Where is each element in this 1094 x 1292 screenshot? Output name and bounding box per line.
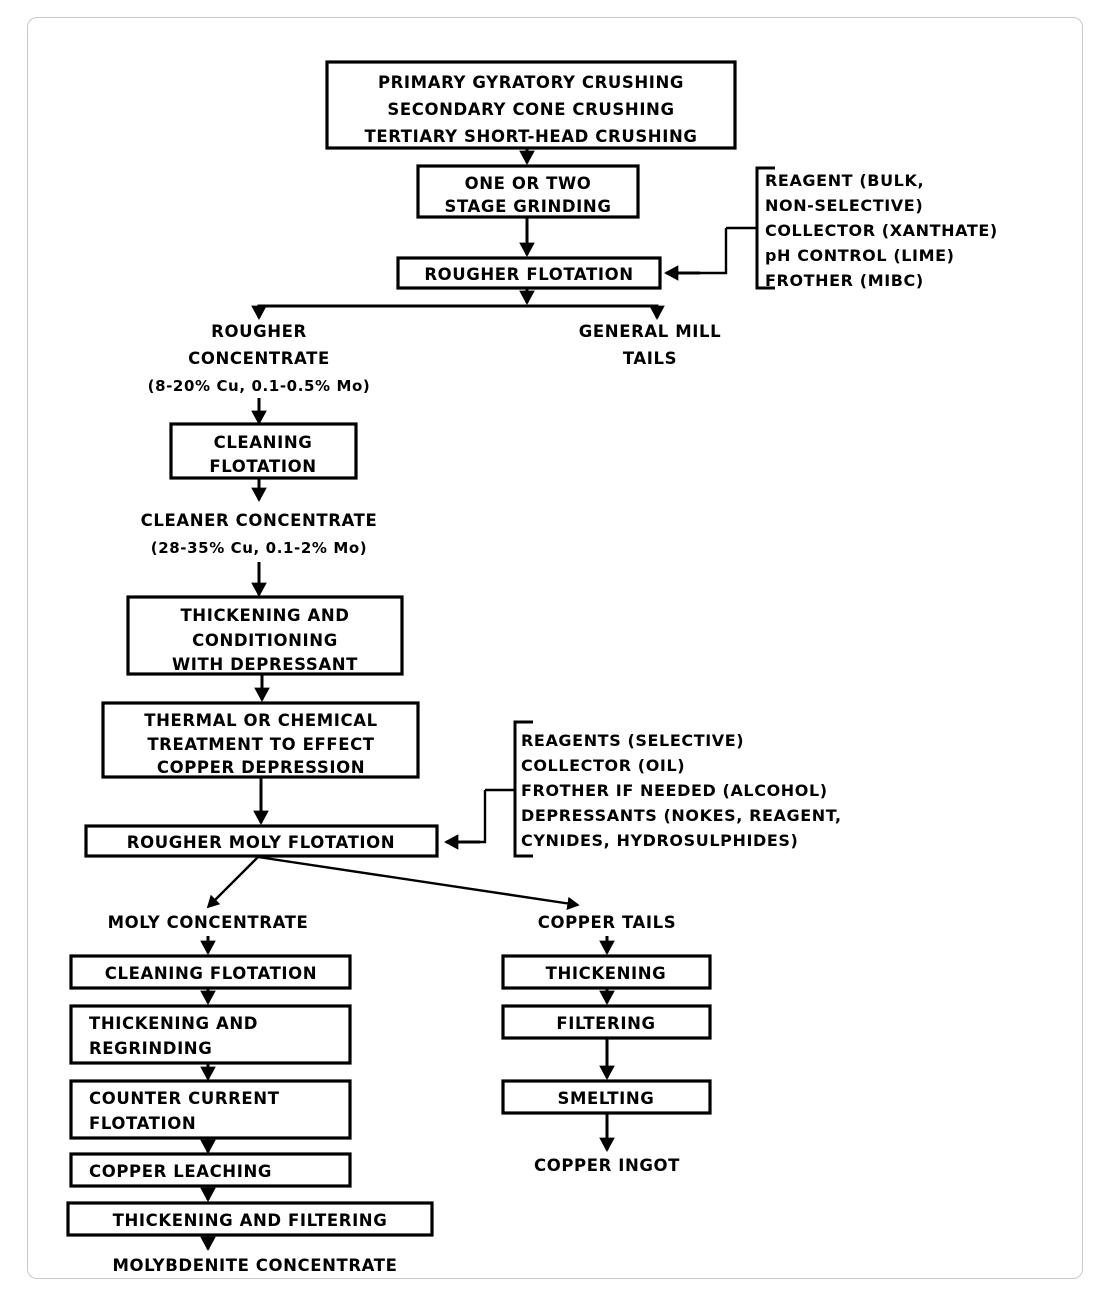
- box-grinding-line2: STAGE GRINDING: [445, 197, 612, 216]
- reagent-selective-feed-line: [452, 790, 487, 844]
- box-rougher-flotation: ROUGHER FLOTATION: [396, 256, 662, 290]
- box-thickening-conditioning: THICKENING AND CONDITIONING WITH DEPRESS…: [126, 595, 404, 676]
- label-rougher-concentrate: ROUGHER CONCENTRATE (8-20% Cu, 0.1-0.5% …: [148, 322, 371, 395]
- box-thermal-treatment-line2: TREATMENT TO EFFECT: [147, 735, 374, 754]
- reagent-selective-line-4: DEPRESSANTS (NOKES, REAGENT,: [521, 806, 842, 825]
- reagent-selective-line-3: FROTHER IF NEEDED (ALCOHOL): [521, 781, 828, 800]
- rougher-concentrate-line2: CONCENTRATE: [188, 349, 330, 368]
- reagent-selective-line-1: REAGENTS (SELECTIVE): [521, 731, 744, 750]
- reagent-bulk-line-1: REAGENT (BULK,: [765, 171, 924, 190]
- reagent-selective-line-5: CYNIDES, HYDROSULPHIDES): [521, 831, 798, 850]
- box-rougher-moly-flotation: ROUGHER MOLY FLOTATION: [84, 824, 439, 858]
- label-copper-ingot: COPPER INGOT: [534, 1156, 680, 1175]
- label-cleaner-concentrate: CLEANER CONCENTRATE (28-35% Cu, 0.1-2% M…: [141, 511, 378, 557]
- general-mill-tails-line2: TAILS: [623, 349, 677, 368]
- split-bus-bar: [257, 304, 659, 310]
- box-thermal-treatment-line1: THERMAL OR CHEMICAL: [144, 711, 378, 730]
- box-counter-current-line2: FLOTATION: [89, 1114, 196, 1133]
- box-thickening-filtering-label: THICKENING AND FILTERING: [113, 1211, 388, 1230]
- box-copper-leaching: COPPER LEACHING: [69, 1152, 352, 1188]
- box-crushing: PRIMARY GYRATORY CRUSHING SECONDARY CONE…: [325, 60, 737, 150]
- box-thickening-conditioning-line1: THICKENING AND: [180, 606, 349, 625]
- box-thickening-conditioning-line2: CONDITIONING: [192, 631, 338, 650]
- box-cleaning-flotation-1-line1: CLEANING: [214, 433, 313, 452]
- box-thickening-label: THICKENING: [546, 964, 667, 983]
- box-thermal-treatment-line3: COPPER DEPRESSION: [157, 758, 365, 777]
- box-rougher-flotation-label: ROUGHER FLOTATION: [424, 265, 633, 284]
- box-counter-current-line1: COUNTER CURRENT: [89, 1089, 280, 1108]
- reagent-bulk-feed-line: [672, 228, 728, 275]
- rougher-concentrate-line1: ROUGHER: [211, 322, 307, 341]
- box-smelting-label: SMELTING: [558, 1089, 655, 1108]
- rougher-concentrate-assay: (8-20% Cu, 0.1-0.5% Mo): [148, 377, 371, 395]
- box-cleaning-flotation-2: CLEANING FLOTATION: [69, 954, 352, 990]
- label-moly-concentrate: MOLY CONCENTRATE: [108, 913, 309, 932]
- box-cleaning-flotation-2-label: CLEANING FLOTATION: [105, 964, 317, 983]
- box-thickening-regrinding: THICKENING AND REGRINDING: [69, 1004, 352, 1065]
- split-rougher-moly-flotation: [206, 855, 580, 911]
- box-cleaning-flotation-1: CLEANING FLOTATION: [169, 422, 358, 480]
- cleaner-concentrate-line1: CLEANER CONCENTRATE: [141, 511, 378, 530]
- arrow-to-copper-tails: [257, 855, 580, 911]
- box-thickening-regrinding-line1: THICKENING AND: [89, 1014, 258, 1033]
- box-smelting: SMELTING: [501, 1079, 712, 1115]
- box-thickening-conditioning-line3: WITH DEPRESSANT: [172, 655, 358, 674]
- reagent-bulk-line-3: COLLECTOR (XANTHATE): [765, 221, 998, 240]
- box-crushing-line2: SECONDARY CONE CRUSHING: [387, 100, 674, 119]
- box-copper-leaching-label: COPPER LEACHING: [89, 1162, 272, 1181]
- reagent-selective-line-2: COLLECTOR (OIL): [521, 756, 685, 775]
- box-thickening-regrinding-line2: REGRINDING: [89, 1039, 212, 1058]
- box-crushing-line3: TERTIARY SHORT-HEAD CRUSHING: [365, 127, 698, 146]
- box-thickening: THICKENING: [501, 954, 712, 990]
- label-molybdenite-concentrate: MOLYBDENITE CONCENTRATE: [112, 1256, 397, 1275]
- box-filtering-label: FILTERING: [556, 1014, 655, 1033]
- general-mill-tails-line1: GENERAL MILL: [579, 322, 721, 341]
- reagent-bulk-line-5: FROTHER (MIBC): [765, 271, 924, 290]
- box-filtering: FILTERING: [501, 1004, 712, 1040]
- split-rougher-flotation: [251, 288, 665, 320]
- arrow-to-moly-concentrate: [206, 856, 259, 909]
- reagent-bulk-group: REAGENT (BULK, NON-SELECTIVE) COLLECTOR …: [664, 166, 998, 290]
- box-thermal-treatment: THERMAL OR CHEMICAL TREATMENT TO EFFECT …: [101, 701, 420, 779]
- reagent-bulk-line-2: NON-SELECTIVE): [765, 196, 923, 215]
- box-rougher-moly-flotation-label: ROUGHER MOLY FLOTATION: [127, 833, 395, 852]
- label-copper-tails: COPPER TAILS: [538, 913, 677, 932]
- box-counter-current-flotation: COUNTER CURRENT FLOTATION: [69, 1079, 352, 1140]
- box-crushing-line1: PRIMARY GYRATORY CRUSHING: [378, 73, 684, 92]
- reagent-bulk-line-4: pH CONTROL (LIME): [765, 246, 955, 265]
- label-general-mill-tails: GENERAL MILL TAILS: [579, 322, 721, 368]
- box-grinding-line1: ONE OR TWO: [465, 174, 592, 193]
- cleaner-concentrate-assay: (28-35% Cu, 0.1-2% Mo): [151, 539, 367, 557]
- box-cleaning-flotation-1-line2: FLOTATION: [209, 457, 316, 476]
- box-thickening-filtering: THICKENING AND FILTERING: [66, 1201, 434, 1237]
- box-grinding: ONE OR TWO STAGE GRINDING: [416, 164, 640, 219]
- reagent-selective-group: REAGENTS (SELECTIVE) COLLECTOR (OIL) FRO…: [444, 720, 842, 858]
